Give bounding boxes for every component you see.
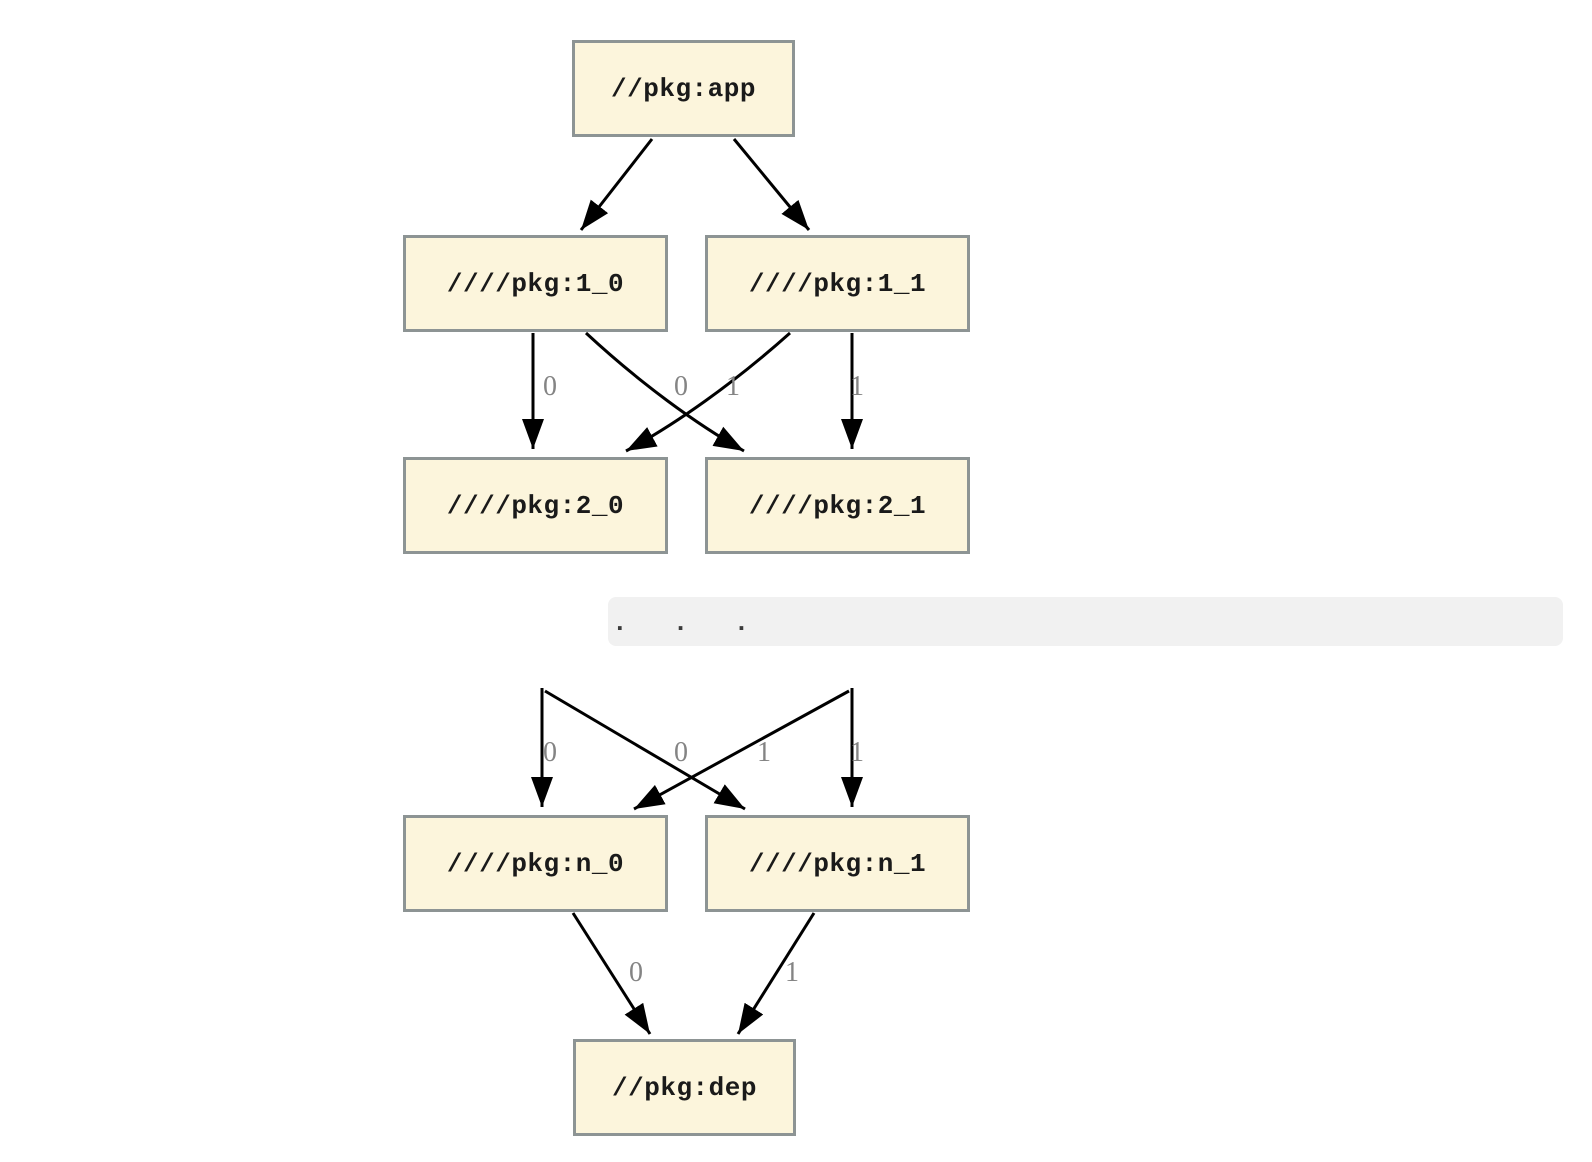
edge-label-1_0-2_1: 1 [726, 371, 740, 402]
edge-label-1_1-2_1: 1 [850, 371, 864, 402]
node-pkg-1_0: ////pkg:1_0 [403, 235, 668, 332]
node-pkg-n_0: ////pkg:n_0 [403, 815, 668, 912]
edge-label-1_0-2_0: 0 [543, 371, 557, 402]
node-pkg-2_1: ////pkg:2_1 [705, 457, 970, 554]
edge-dots-n_1-cross [544, 689, 746, 811]
edge-label-dots-n_1-right: 1 [850, 737, 864, 768]
edge-1_1-2_0 [625, 331, 791, 453]
edge-label-dots-n_0-left: 0 [543, 737, 557, 768]
node-pkg-app: //pkg:app [572, 40, 795, 137]
edge-n_1-dep [736, 912, 816, 1035]
node-pkg-dep: //pkg:dep [573, 1039, 796, 1136]
edge-app-1_0 [579, 138, 654, 231]
edge-label-n_1-dep: 1 [785, 957, 799, 988]
edge-n_0-dep [571, 912, 652, 1035]
node-pkg-1_1: ////pkg:1_1 [705, 235, 970, 332]
edge-label-dots-n_1-cross: 1 [757, 737, 771, 768]
edge-label-1_1-2_0: 0 [674, 371, 688, 402]
node-pkg-n_1: ////pkg:n_1 [705, 815, 970, 912]
edge-app-1_1 [732, 138, 811, 231]
ellipsis-band [608, 597, 1563, 646]
edge-label-dots-n_0-cross: 0 [674, 737, 688, 768]
edge-label-n_0-dep: 0 [629, 957, 643, 988]
node-pkg-2_0: ////pkg:2_0 [403, 457, 668, 554]
edge-dots-n_0-cross [633, 689, 850, 811]
edge-1_0-2_1 [584, 331, 745, 453]
ellipsis-dots: . . . [612, 608, 750, 638]
